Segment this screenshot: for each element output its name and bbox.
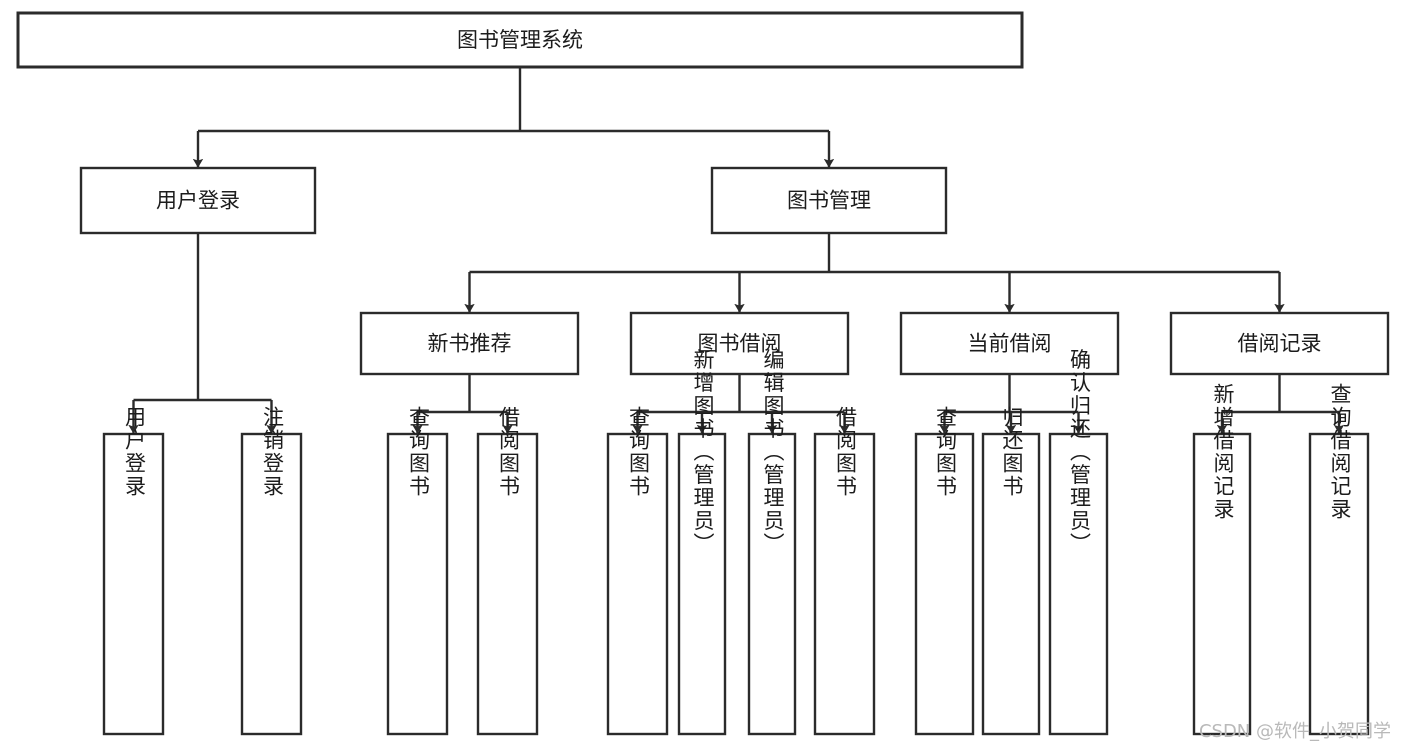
- node-box: [1308, 432, 1370, 736]
- node-label: 当前借阅: [968, 332, 1052, 356]
- node-label: 用户登录: [156, 189, 240, 213]
- node-box: [629, 311, 850, 376]
- node-level3-借阅记录[interactable]: 借阅记录: [1169, 311, 1390, 376]
- node-label: 借阅记录: [1238, 332, 1322, 356]
- node-box: [981, 432, 1041, 736]
- node-box: [899, 311, 1120, 376]
- node-box: [1169, 311, 1390, 376]
- node-box: [606, 432, 669, 736]
- node-label: 查询图书: [407, 406, 431, 498]
- node-box: [1048, 432, 1109, 736]
- node-label: 图书管理系统: [457, 28, 583, 52]
- node-label: 用户登录: [123, 406, 147, 498]
- node-label: 查询借阅记录: [1328, 383, 1352, 521]
- node-leaf-借阅图书[interactable]: 借阅图书: [813, 406, 876, 736]
- node-label: 新增图书（管理员）: [691, 349, 715, 556]
- node-label: 确认归还（管理员）: [1068, 349, 1092, 556]
- node-leaf-编辑图书管理员[interactable]: 编辑图书（管理员）: [747, 349, 797, 736]
- node-level3-图书借阅[interactable]: 图书借阅: [629, 311, 850, 376]
- node-box: [386, 432, 449, 736]
- node-box: [710, 166, 948, 235]
- node-box: [813, 432, 876, 736]
- node-label: 编辑图书（管理员）: [761, 349, 785, 556]
- node-box: [240, 432, 303, 736]
- node-label: 借阅图书: [834, 406, 858, 498]
- node-leaf-查询图书[interactable]: 查询图书: [606, 406, 669, 736]
- node-label: 归还图书: [1000, 406, 1024, 498]
- node-label: 查询图书: [934, 406, 958, 498]
- node-layer: 图书管理系统用户登录图书管理新书推荐图书借阅当前借阅借阅记录用户登录注销登录查询…: [16, 11, 1390, 736]
- node-level2-用户登录[interactable]: 用户登录: [79, 166, 317, 235]
- node-box: [677, 432, 727, 736]
- node-box: [359, 311, 580, 376]
- node-level3-当前借阅[interactable]: 当前借阅: [899, 311, 1120, 376]
- node-label: 图书借阅: [698, 332, 782, 356]
- node-leaf-新增借阅记录[interactable]: 新增借阅记录: [1192, 383, 1252, 736]
- node-label: 新书推荐: [428, 332, 512, 356]
- node-label: 借阅图书: [497, 406, 521, 498]
- node-label: 查询图书: [627, 406, 651, 498]
- node-box: [1192, 432, 1252, 736]
- node-level2-图书管理[interactable]: 图书管理: [710, 166, 948, 235]
- node-label: 注销登录: [261, 406, 285, 498]
- node-root-图书管理系统[interactable]: 图书管理系统: [16, 11, 1024, 69]
- node-leaf-注销登录[interactable]: 注销登录: [240, 406, 303, 736]
- node-leaf-查询借阅记录[interactable]: 查询借阅记录: [1308, 383, 1370, 736]
- connector-layer: [128, 67, 1345, 434]
- node-leaf-查询图书[interactable]: 查询图书: [914, 406, 975, 736]
- node-leaf-确认归还管理员[interactable]: 确认归还（管理员）: [1048, 349, 1109, 736]
- node-box: [914, 432, 975, 736]
- node-box: [102, 432, 165, 736]
- node-box: [16, 11, 1024, 69]
- node-box: [476, 432, 539, 736]
- node-leaf-归还图书[interactable]: 归还图书: [981, 406, 1041, 736]
- node-label: 图书管理: [787, 189, 871, 213]
- node-level3-新书推荐[interactable]: 新书推荐: [359, 311, 580, 376]
- node-box: [79, 166, 317, 235]
- node-leaf-查询图书[interactable]: 查询图书: [386, 406, 449, 736]
- node-leaf-借阅图书[interactable]: 借阅图书: [476, 406, 539, 736]
- node-leaf-新增图书管理员[interactable]: 新增图书（管理员）: [677, 349, 727, 736]
- node-label: 新增借阅记录: [1211, 383, 1235, 521]
- node-leaf-用户登录[interactable]: 用户登录: [102, 406, 165, 736]
- node-box: [747, 432, 797, 736]
